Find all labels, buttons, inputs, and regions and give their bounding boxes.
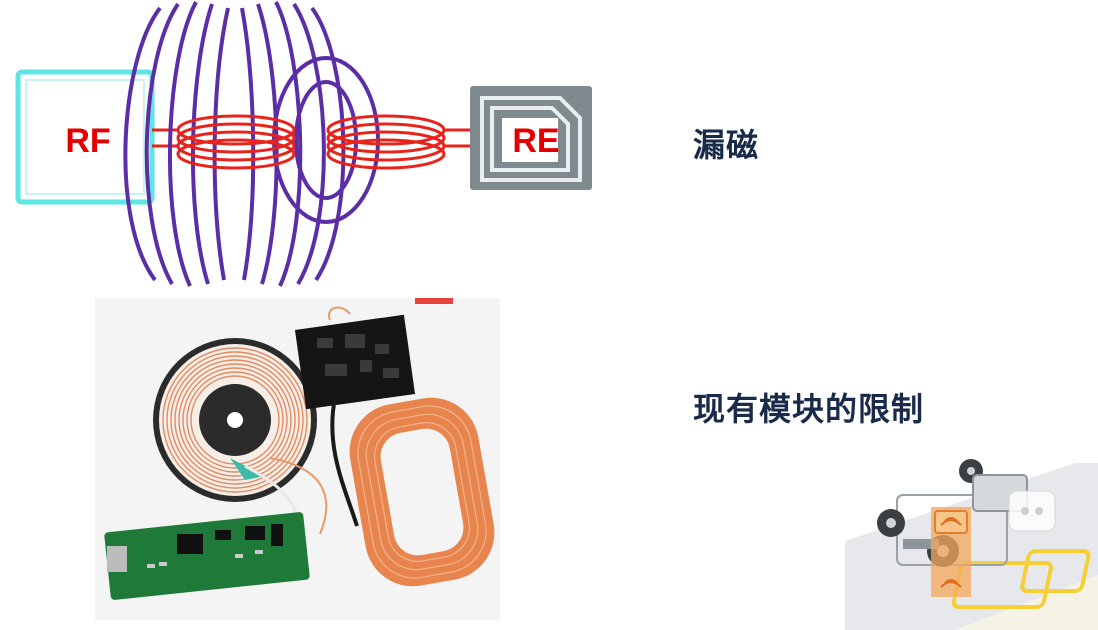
transmitter-label: RF [65, 122, 110, 160]
transmitter-leads [152, 128, 178, 148]
receiver-box: RE [470, 86, 592, 190]
receiver-coil-pad [349, 397, 495, 587]
receiver-label: RE [512, 122, 559, 160]
photo-corner-mark [415, 298, 453, 304]
black-pcb [294, 306, 416, 410]
watermark-logo [1008, 490, 1056, 532]
car-charging-illustration [845, 459, 1098, 630]
coil-field-diagram: RF [15, 1, 592, 287]
receiver-leads [444, 128, 472, 148]
transmitter-box: RF [15, 69, 155, 205]
caption-module-limit: 现有模块的限制 [693, 391, 925, 427]
transmitter-coil [176, 114, 296, 170]
caption-leakage: 漏磁 [693, 127, 760, 163]
receiver-coil [326, 114, 446, 170]
transmitter-pad [153, 338, 317, 502]
green-pcb [104, 512, 310, 600]
wireless-module-photo [95, 298, 500, 620]
usb-port [107, 546, 127, 572]
